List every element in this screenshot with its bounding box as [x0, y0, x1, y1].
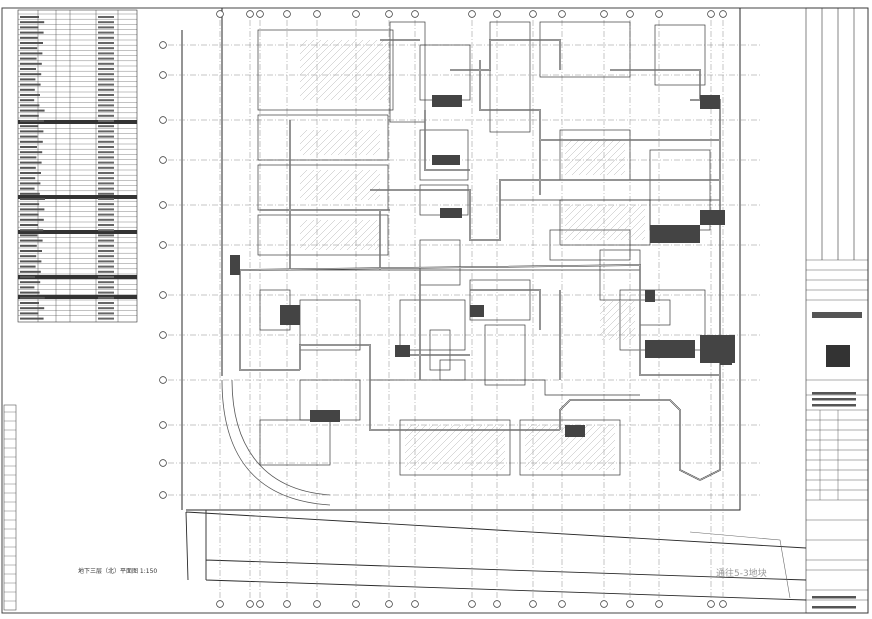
- ramp-band: [185, 510, 807, 601]
- building-outline: [181, 8, 741, 511]
- curved-ramp: [221, 379, 331, 506]
- legend-table: [17, 9, 138, 323]
- adjacent-zone-label: 通往5-3地块: [716, 569, 767, 579]
- floor-plan: [159, 8, 807, 608]
- left-margin-strip: [3, 404, 17, 611]
- company-logo-icon: [826, 345, 850, 367]
- drawing-caption: 地下三层（北）平面图 1:150: [78, 568, 158, 575]
- title-block: [805, 7, 869, 614]
